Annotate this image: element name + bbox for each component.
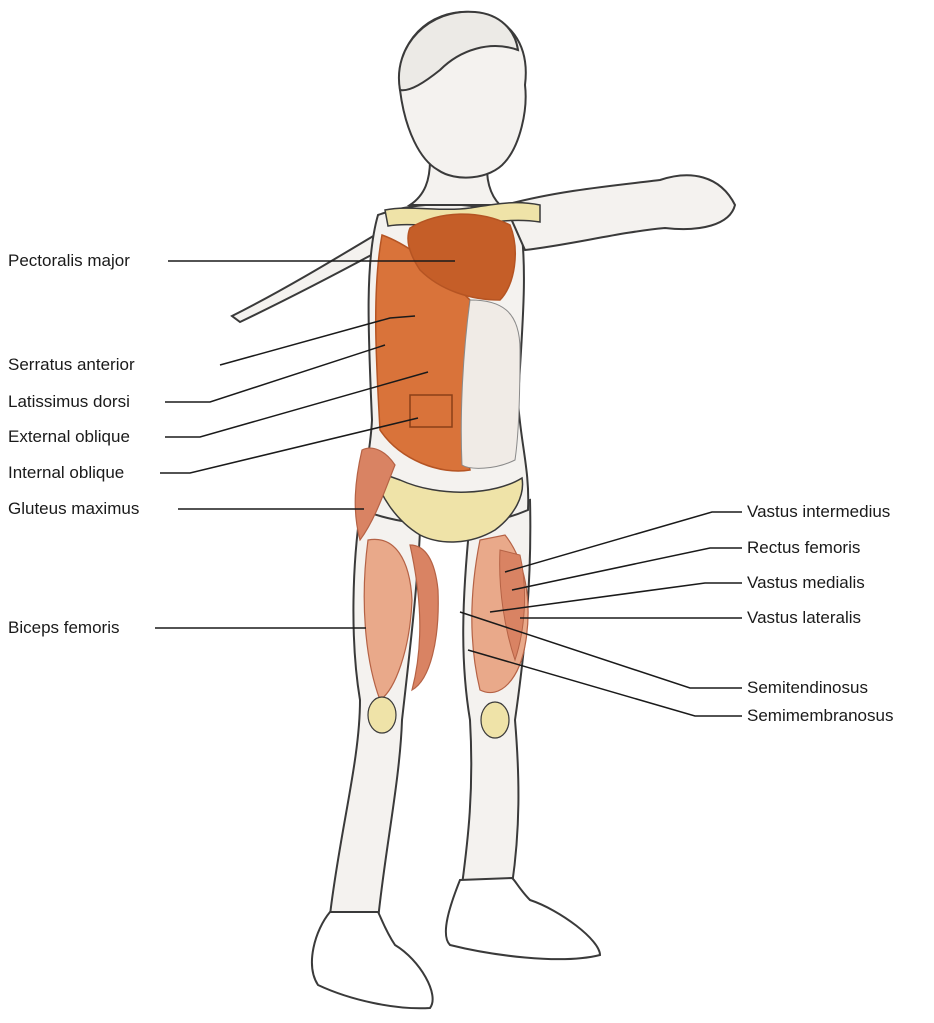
label-vastus-intermedius: Vastus intermedius [747,502,890,522]
label-rectus-femoris: Rectus femoris [747,538,860,558]
label-biceps-femoris: Biceps femoris [8,618,119,638]
label-vastus-medialis: Vastus medialis [747,573,865,593]
label-serratus-anterior: Serratus anterior [8,355,135,375]
left-shoe [312,912,433,1008]
label-semimembranosus: Semimembranosus [747,706,893,726]
label-pectoralis-major: Pectoralis major [8,251,130,271]
back-arm [232,232,388,322]
right-shoe [446,878,600,959]
left-knee [368,697,396,733]
abdomen [461,300,520,468]
label-vastus-lateralis: Vastus lateralis [747,608,861,628]
right-knee [481,702,509,738]
label-external-oblique: External oblique [8,427,130,447]
label-gluteus-maximus: Gluteus maximus [8,499,139,519]
label-latissimus-dorsi: Latissimus dorsi [8,392,130,412]
label-semitendinosus: Semitendinosus [747,678,868,698]
label-internal-oblique: Internal oblique [8,463,124,483]
hamstring-medial [410,545,438,690]
